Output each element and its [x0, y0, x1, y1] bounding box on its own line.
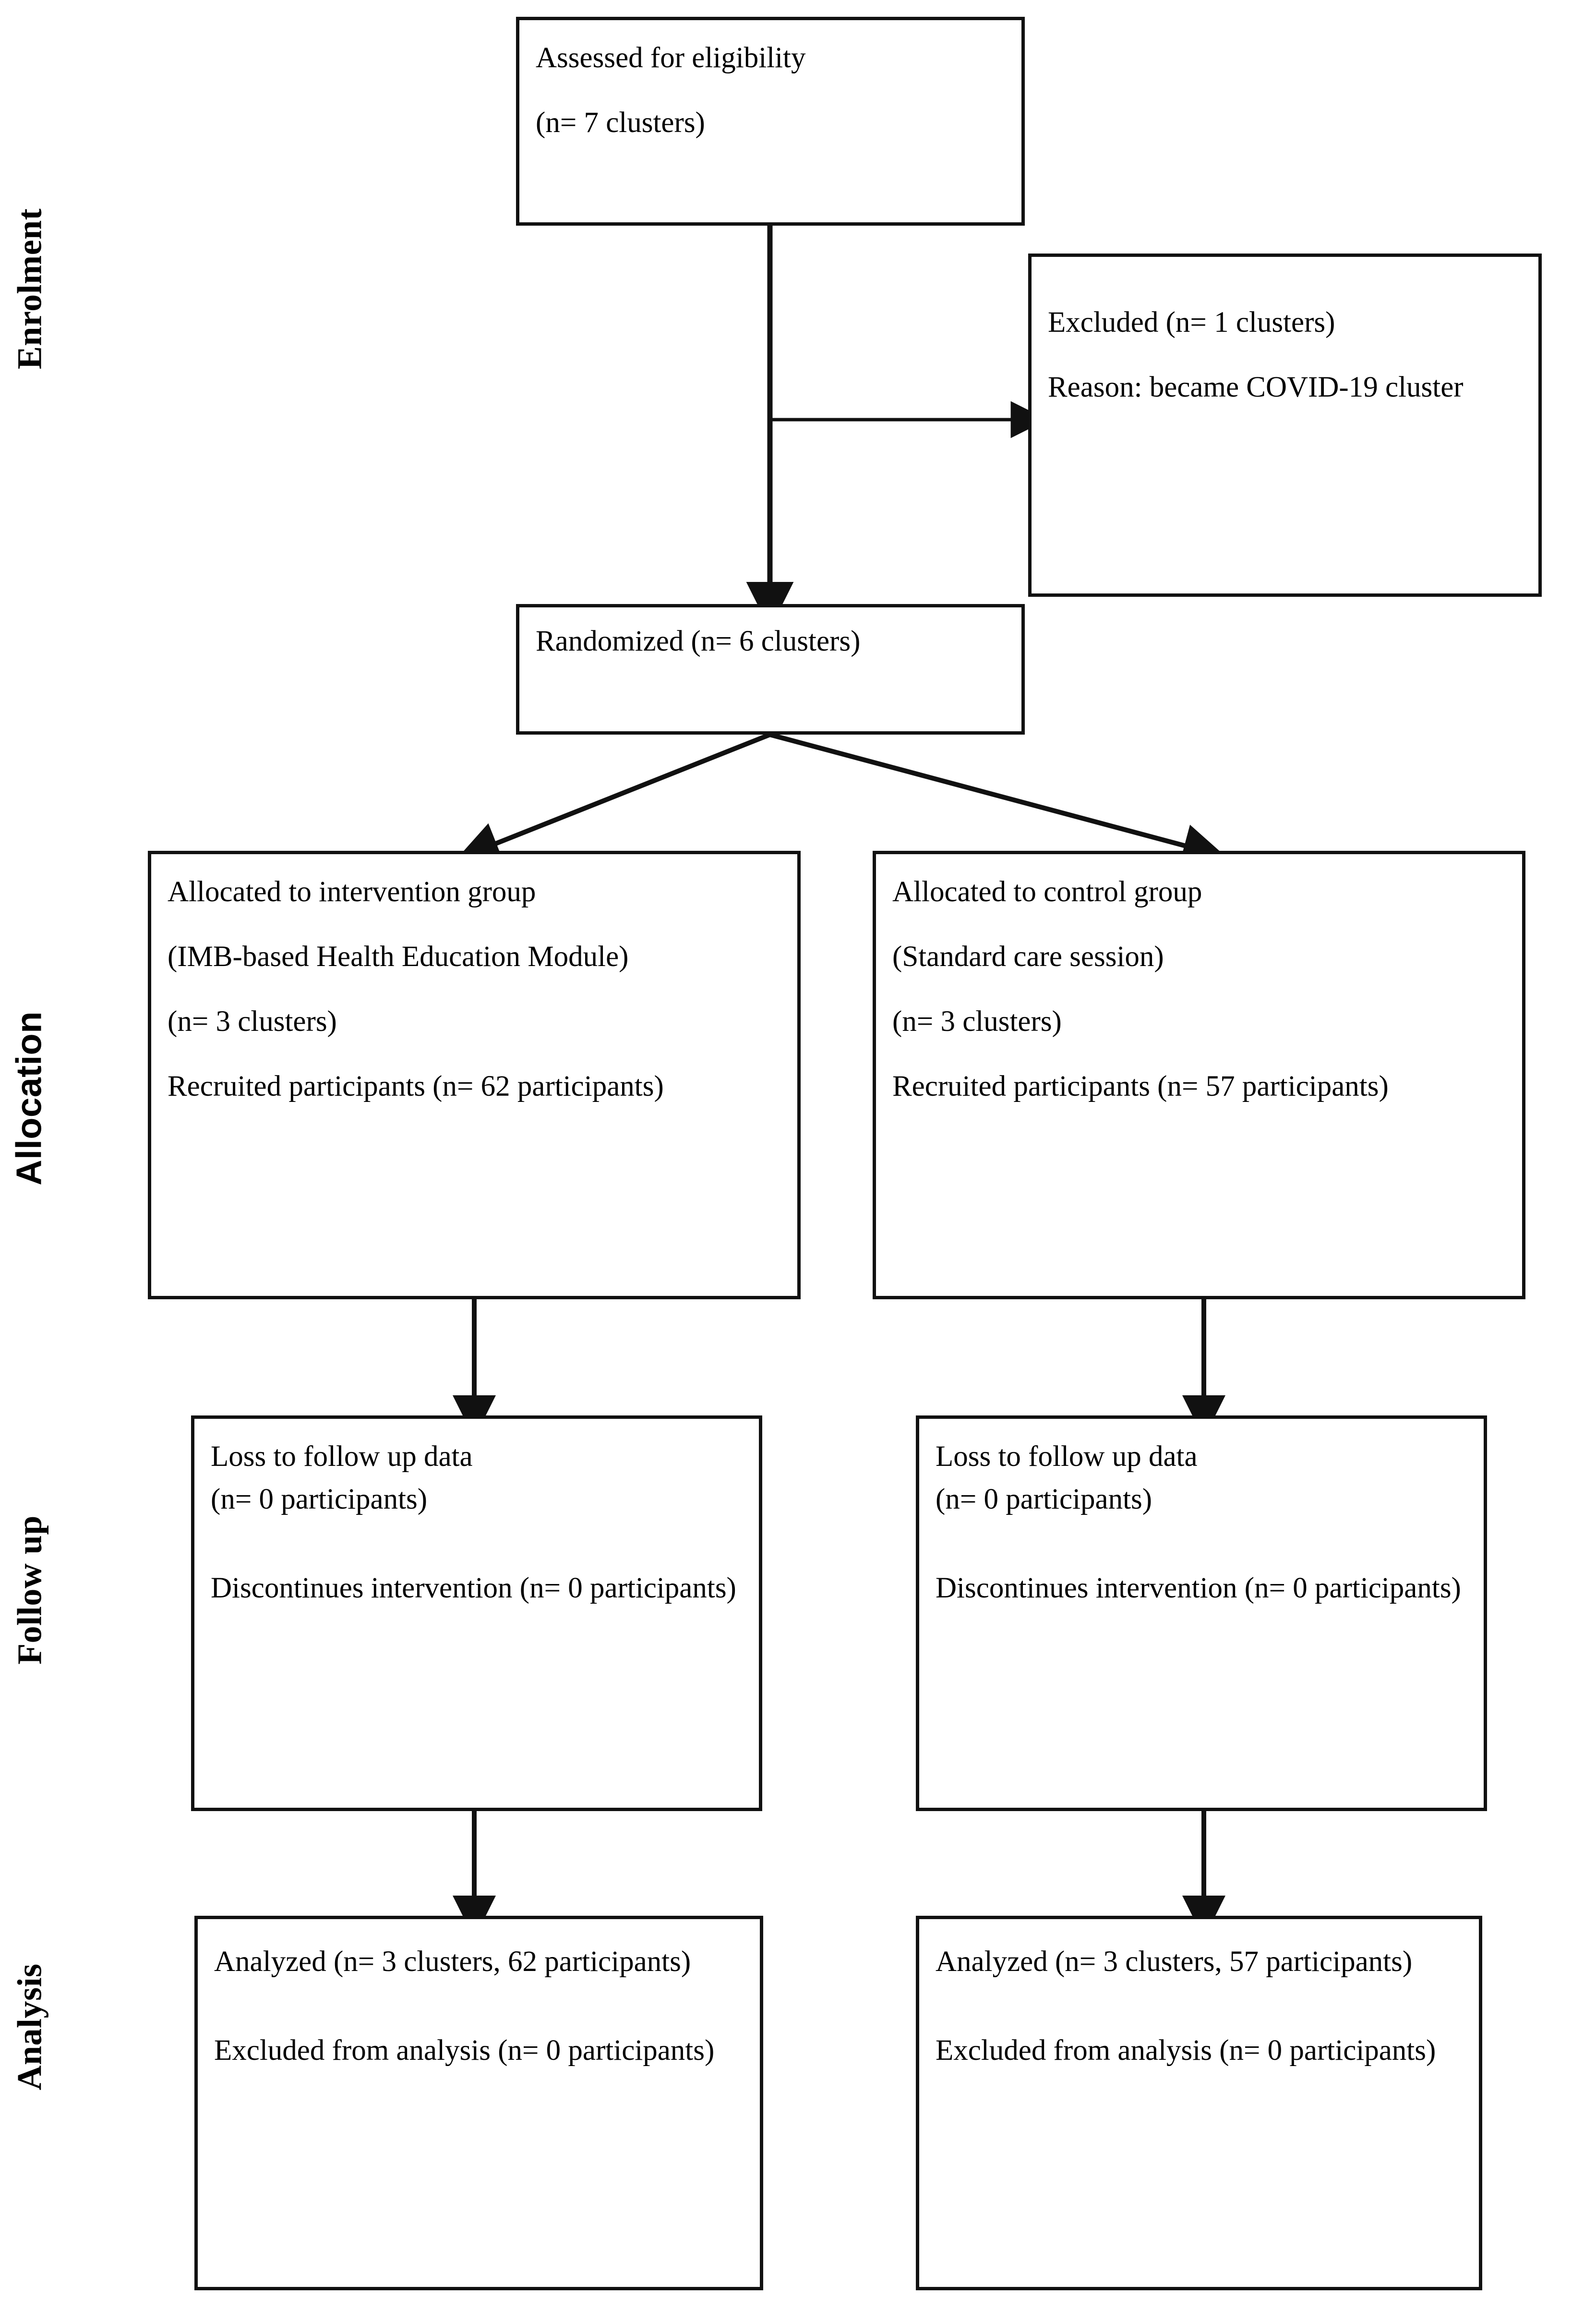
- node-line: Excluded from analysis (n= 0 participant…: [936, 2034, 1436, 2067]
- node-line: (IMB-based Health Education Module): [168, 941, 629, 973]
- node-line: Loss to follow up data: [211, 1440, 473, 1473]
- node-line: Assessed for eligibility: [536, 42, 806, 74]
- node-line: Recruited participants (n= 62 participan…: [168, 1070, 664, 1103]
- node-followup-intervention: Loss to follow up data (n= 0 participant…: [191, 1415, 762, 1811]
- node-analysis-control: Analyzed (n= 3 clusters, 57 participants…: [916, 1916, 1482, 2290]
- node-line: Analyzed (n= 3 clusters, 62 participants…: [214, 1946, 691, 1978]
- node-line: Excluded from analysis (n= 0 participant…: [214, 2034, 715, 2067]
- node-randomized: Randomized (n= 6 clusters): [516, 604, 1025, 735]
- node-body: Allocated to intervention group (IMB-bas…: [151, 854, 797, 1117]
- node-line: Allocated to intervention group: [168, 876, 536, 908]
- stage-label-enrolment: Enrolment: [10, 208, 49, 370]
- node-line: (n= 0 participants): [211, 1483, 428, 1516]
- node-assessed-for-eligibility: Assessed for eligibility (n= 7 clusters): [516, 17, 1025, 226]
- node-body: Assessed for eligibility (n= 7 clusters): [519, 20, 1021, 154]
- node-line: Reason: became COVID-19 cluster: [1048, 371, 1464, 404]
- node-followup-control: Loss to follow up data (n= 0 participant…: [916, 1415, 1487, 1811]
- node-body: Allocated to control group (Standard car…: [876, 854, 1522, 1117]
- node-line: Excluded (n= 1 clusters): [1048, 306, 1335, 338]
- node-line: (n= 3 clusters): [892, 1005, 1062, 1038]
- connector-randomized-to-intervention: [456, 732, 771, 864]
- node-body: Excluded (n= 1 clusters) Reason: became …: [1032, 257, 1538, 418]
- connector-randomized-to-control: [769, 732, 1226, 867]
- node-body: Analyzed (n= 3 clusters, 62 participants…: [198, 1919, 760, 2081]
- stage-label-analysis: Analysis: [10, 1963, 49, 2091]
- node-body: Analyzed (n= 3 clusters, 57 participants…: [919, 1919, 1479, 2081]
- node-line: (n= 0 participants): [936, 1483, 1152, 1516]
- node-allocated-intervention: Allocated to intervention group (IMB-bas…: [148, 851, 801, 1299]
- node-line: Discontinues intervention (n= 0 particip…: [936, 1572, 1461, 1605]
- node-line: Analyzed (n= 3 clusters, 57 participants…: [936, 1946, 1413, 1978]
- node-line: Randomized (n= 6 clusters): [536, 625, 861, 657]
- node-line: Allocated to control group: [892, 876, 1202, 908]
- node-line: Discontinues intervention (n= 0 particip…: [211, 1572, 736, 1605]
- node-line: (Standard care session): [892, 941, 1164, 973]
- node-line: (n= 7 clusters): [536, 107, 705, 139]
- node-body: Loss to follow up data (n= 0 participant…: [194, 1419, 759, 1619]
- node-body: Randomized (n= 6 clusters): [519, 607, 1021, 672]
- node-line: Recruited participants (n= 57 participan…: [892, 1070, 1389, 1103]
- node-analysis-intervention: Analyzed (n= 3 clusters, 62 participants…: [194, 1916, 763, 2290]
- node-allocated-control: Allocated to control group (Standard car…: [873, 851, 1525, 1299]
- node-excluded: Excluded (n= 1 clusters) Reason: became …: [1028, 254, 1542, 597]
- node-line: Loss to follow up data: [936, 1440, 1198, 1473]
- stage-label-allocation: Allocation: [9, 1011, 49, 1185]
- node-line: (n= 3 clusters): [168, 1005, 337, 1038]
- stage-label-followup: Follow up: [10, 1515, 49, 1665]
- node-body: Loss to follow up data (n= 0 participant…: [919, 1419, 1484, 1619]
